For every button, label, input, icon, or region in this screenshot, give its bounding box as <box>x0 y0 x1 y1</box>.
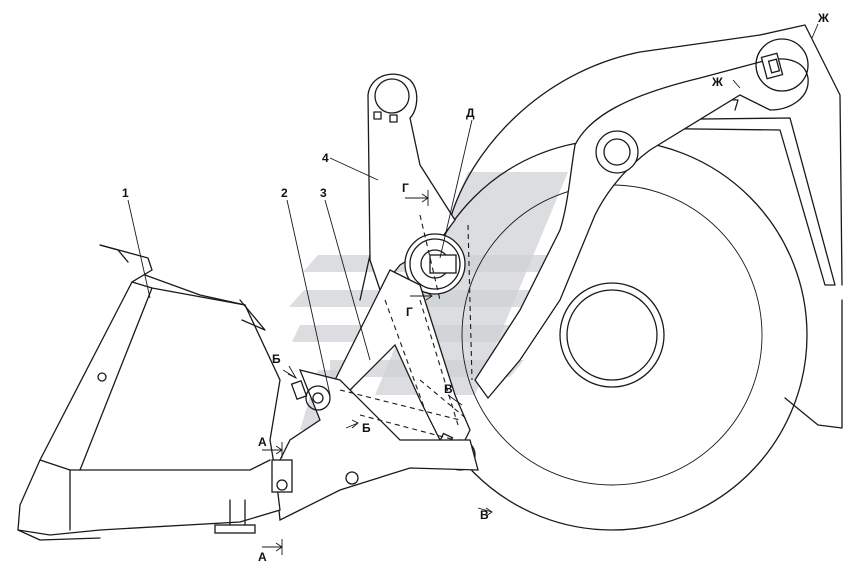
section-label-b-upper: Б <box>272 352 281 366</box>
callout-1: 1 <box>122 186 129 200</box>
callout-2: 2 <box>281 186 288 200</box>
section-label-zh-top: Ж <box>817 11 829 25</box>
hidden-lines <box>339 214 473 441</box>
callout-4: 4 <box>322 151 329 165</box>
section-label-a-top: А <box>258 435 267 449</box>
leader-lines <box>127 119 473 396</box>
bucket-1 <box>17 244 293 541</box>
pivot-d <box>404 233 466 295</box>
section-label-v-lower: В <box>480 508 489 522</box>
section-label-v-upper: В <box>444 382 453 396</box>
link-2 <box>274 369 479 522</box>
section-label-d: Д <box>466 106 475 120</box>
section-arrows <box>262 23 819 555</box>
section-label-zh-boom: Ж <box>711 75 723 89</box>
section-label-b-lower: Б <box>362 421 371 435</box>
section-label-g-upper: Г <box>402 181 409 195</box>
section-label-a-bottom: А <box>258 550 267 564</box>
section-label-g-lower: Г <box>406 305 413 319</box>
boom-arm <box>474 38 809 400</box>
callout-3: 3 <box>320 186 327 200</box>
